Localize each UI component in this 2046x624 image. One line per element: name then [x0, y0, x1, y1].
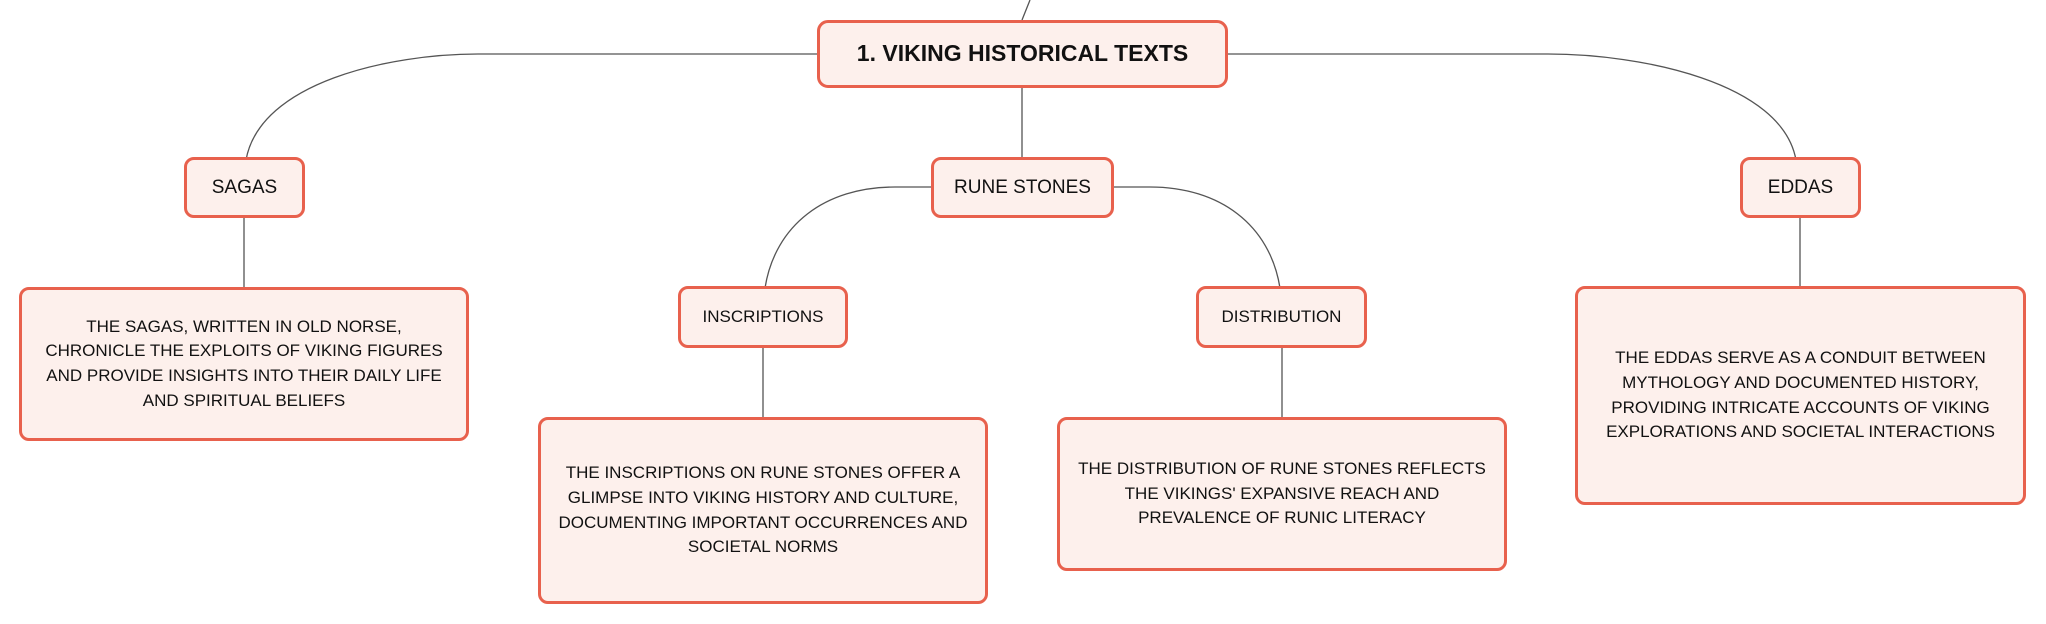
- detail-node-sagas-text: THE SAGAS, WRITTEN IN OLD NORSE, CHRONIC…: [45, 316, 443, 410]
- subtopic-node-distribution[interactable]: DISTRIBUTION: [1196, 286, 1367, 348]
- root-node-label: 1. VIKING HISTORICAL TEXTS: [856, 40, 1189, 67]
- connector-root-parent: [1021, 0, 1031, 21]
- detail-node-eddas[interactable]: THE EDDAS SERVE AS A CONDUIT BETWEEN MYT…: [1575, 286, 2026, 505]
- root-node[interactable]: 1. VIKING HISTORICAL TEXTS: [817, 20, 1228, 88]
- topic-node-rune-stones[interactable]: RUNE STONES: [931, 157, 1114, 218]
- detail-node-sagas[interactable]: THE SAGAS, WRITTEN IN OLD NORSE, CHRONIC…: [19, 287, 469, 441]
- detail-node-distribution-text: THE DISTRIBUTION OF RUNE STONES REFLECTS…: [1078, 459, 1486, 528]
- topic-node-rune-stones-label: RUNE STONES: [954, 176, 1091, 198]
- subtopic-node-inscriptions-label: INSCRIPTIONS: [702, 306, 824, 326]
- detail-node-inscriptions[interactable]: THE INSCRIPTIONS ON RUNE STONES OFFER A …: [538, 417, 988, 604]
- topic-node-sagas[interactable]: SAGAS: [184, 157, 305, 218]
- connector-root-sagas: [245, 53, 817, 161]
- topic-node-eddas[interactable]: EDDAS: [1740, 157, 1861, 218]
- detail-node-eddas-text: THE EDDAS SERVE AS A CONDUIT BETWEEN MYT…: [1606, 348, 1995, 442]
- topic-node-eddas-label: EDDAS: [1767, 176, 1834, 198]
- connector-root-eddas: [1228, 53, 1797, 161]
- subtopic-node-distribution-label: DISTRIBUTION: [1221, 306, 1342, 326]
- connector-rune-stones-inscriptions: [764, 186, 931, 289]
- topic-node-sagas-label: SAGAS: [211, 176, 278, 198]
- detail-node-inscriptions-text: THE INSCRIPTIONS ON RUNE STONES OFFER A …: [558, 463, 968, 557]
- subtopic-node-inscriptions[interactable]: INSCRIPTIONS: [678, 286, 848, 348]
- detail-node-distribution[interactable]: THE DISTRIBUTION OF RUNE STONES REFLECTS…: [1057, 417, 1507, 571]
- connector-rune-stones-distribution: [1113, 186, 1281, 289]
